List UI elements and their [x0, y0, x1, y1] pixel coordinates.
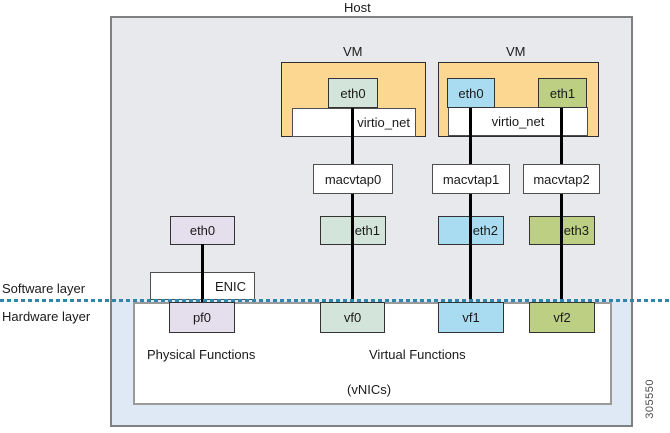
vm1-virtio-net-box: virtio_net — [292, 108, 416, 137]
vm1-eth0-box: eth0 — [328, 78, 378, 108]
figure-number: 305550 — [644, 379, 656, 419]
host-eth0-box: eth0 — [170, 216, 235, 245]
connection-line-vf0 — [351, 106, 354, 302]
vf2-box: vf2 — [529, 302, 595, 333]
hardware-layer-label: Hardware layer — [2, 309, 91, 324]
vf1-box: vf1 — [438, 302, 504, 333]
macvtap1-box: macvtap1 — [432, 164, 510, 194]
vf0-box: vf0 — [320, 302, 385, 333]
pf0-box: pf0 — [169, 302, 235, 333]
vm2-eth0-box: eth0 — [447, 78, 495, 108]
macvtap0-box: macvtap0 — [313, 164, 393, 194]
vm2-eth1-box: eth1 — [538, 78, 587, 108]
host-label: Host — [344, 0, 371, 15]
layer-divider-line — [0, 299, 670, 302]
vm1-label: VM — [343, 44, 363, 59]
connection-line-vf1 — [469, 106, 472, 302]
connection-line-vf2 — [560, 106, 563, 302]
vm2-label: VM — [506, 44, 526, 59]
vnics-label: (vNICs) — [347, 382, 392, 397]
macvtap2-box: macvtap2 — [523, 164, 600, 194]
virtual-functions-label: Virtual Functions — [369, 347, 466, 362]
physical-functions-label: Physical Functions — [147, 347, 256, 362]
software-layer-label: Software layer — [2, 281, 86, 296]
connection-line-pf0 — [201, 244, 204, 302]
